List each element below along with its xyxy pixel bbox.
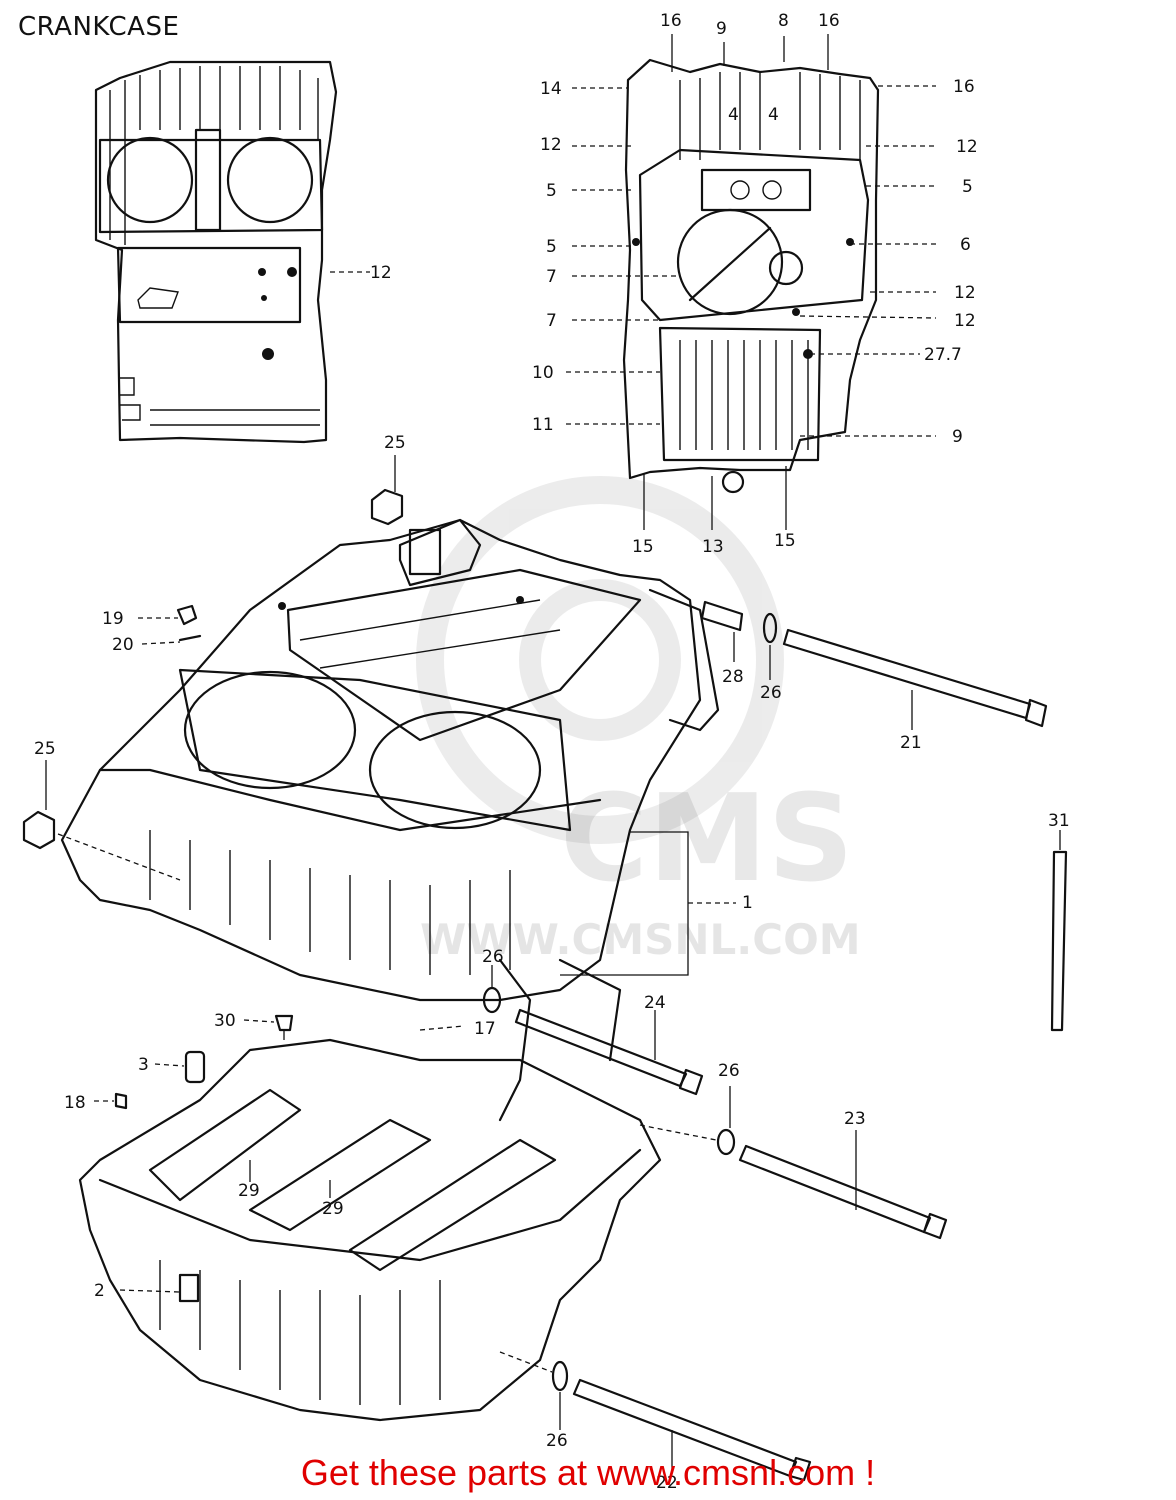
callout: 29 bbox=[238, 1181, 260, 1201]
callout: 5 bbox=[962, 177, 973, 197]
upper-crankcase-isometric bbox=[60, 518, 720, 1002]
callout: 13 bbox=[702, 537, 724, 557]
callout: 12 bbox=[954, 283, 976, 303]
callout: 5 bbox=[546, 181, 557, 201]
callout: 15 bbox=[774, 531, 796, 551]
callout: 11 bbox=[532, 415, 554, 435]
upper-crankcase-top-view bbox=[94, 60, 338, 444]
callout: 28 bbox=[722, 667, 744, 687]
callout: 17 bbox=[474, 1019, 496, 1039]
callout: 26 bbox=[760, 683, 782, 703]
callout: 5 bbox=[546, 237, 557, 257]
callout: 16 bbox=[953, 77, 975, 97]
callout: 31 bbox=[1048, 811, 1070, 831]
callout: 25 bbox=[384, 433, 406, 453]
callout: 9 bbox=[716, 19, 727, 39]
diagram-title: CRANKCASE bbox=[18, 12, 180, 42]
callout: 7 bbox=[546, 267, 557, 287]
fasteners bbox=[22, 455, 1068, 1482]
callout-labels: 16 9 8 16 14 16 4 4 12 12 5 5 5 6 7 7 12… bbox=[34, 11, 1070, 1493]
callout: 10 bbox=[532, 363, 554, 383]
watermark-logo: CMS bbox=[560, 770, 854, 909]
callout: 12 bbox=[540, 135, 562, 155]
callout: 16 bbox=[660, 11, 682, 31]
callout: 12 bbox=[956, 137, 978, 157]
callout: 14 bbox=[540, 79, 562, 99]
callout: 23 bbox=[844, 1109, 866, 1129]
callout: 3 bbox=[138, 1055, 149, 1075]
callout: 18 bbox=[64, 1093, 86, 1113]
callout: 29 bbox=[322, 1199, 344, 1219]
callout: 16 bbox=[818, 11, 840, 31]
callout: 2 bbox=[94, 1281, 105, 1301]
callout: 19 bbox=[102, 609, 124, 629]
callout: 6 bbox=[960, 235, 971, 255]
callout: 26 bbox=[482, 947, 504, 967]
lower-crankcase-isometric bbox=[78, 958, 662, 1422]
callout: 26 bbox=[546, 1431, 568, 1451]
callout: 27.7 bbox=[924, 345, 962, 365]
callout: 7 bbox=[546, 311, 557, 331]
callout: 26 bbox=[718, 1061, 740, 1081]
watermark-url: WWW.CMSNL.COM bbox=[420, 915, 861, 964]
callout: 21 bbox=[900, 733, 922, 753]
callout: 1 bbox=[742, 893, 753, 913]
leaders-top-right bbox=[330, 34, 937, 530]
callout: 25 bbox=[34, 739, 56, 759]
parts-link-footer[interactable]: Get these parts at www.cmsnl.com ! bbox=[300, 1452, 876, 1493]
callout: 20 bbox=[112, 635, 134, 655]
callout: 9 bbox=[952, 427, 963, 447]
callout: 4 bbox=[728, 105, 739, 125]
callout: 12 bbox=[954, 311, 976, 331]
callout: 22 bbox=[656, 1473, 678, 1493]
callout: 24 bbox=[644, 993, 666, 1013]
callout: 4 bbox=[768, 105, 779, 125]
callout: 8 bbox=[778, 11, 789, 31]
callout: 12 bbox=[370, 263, 392, 283]
callout: 15 bbox=[632, 537, 654, 557]
callout: 30 bbox=[214, 1011, 236, 1031]
lower-crankcase-bottom-view bbox=[622, 58, 880, 494]
